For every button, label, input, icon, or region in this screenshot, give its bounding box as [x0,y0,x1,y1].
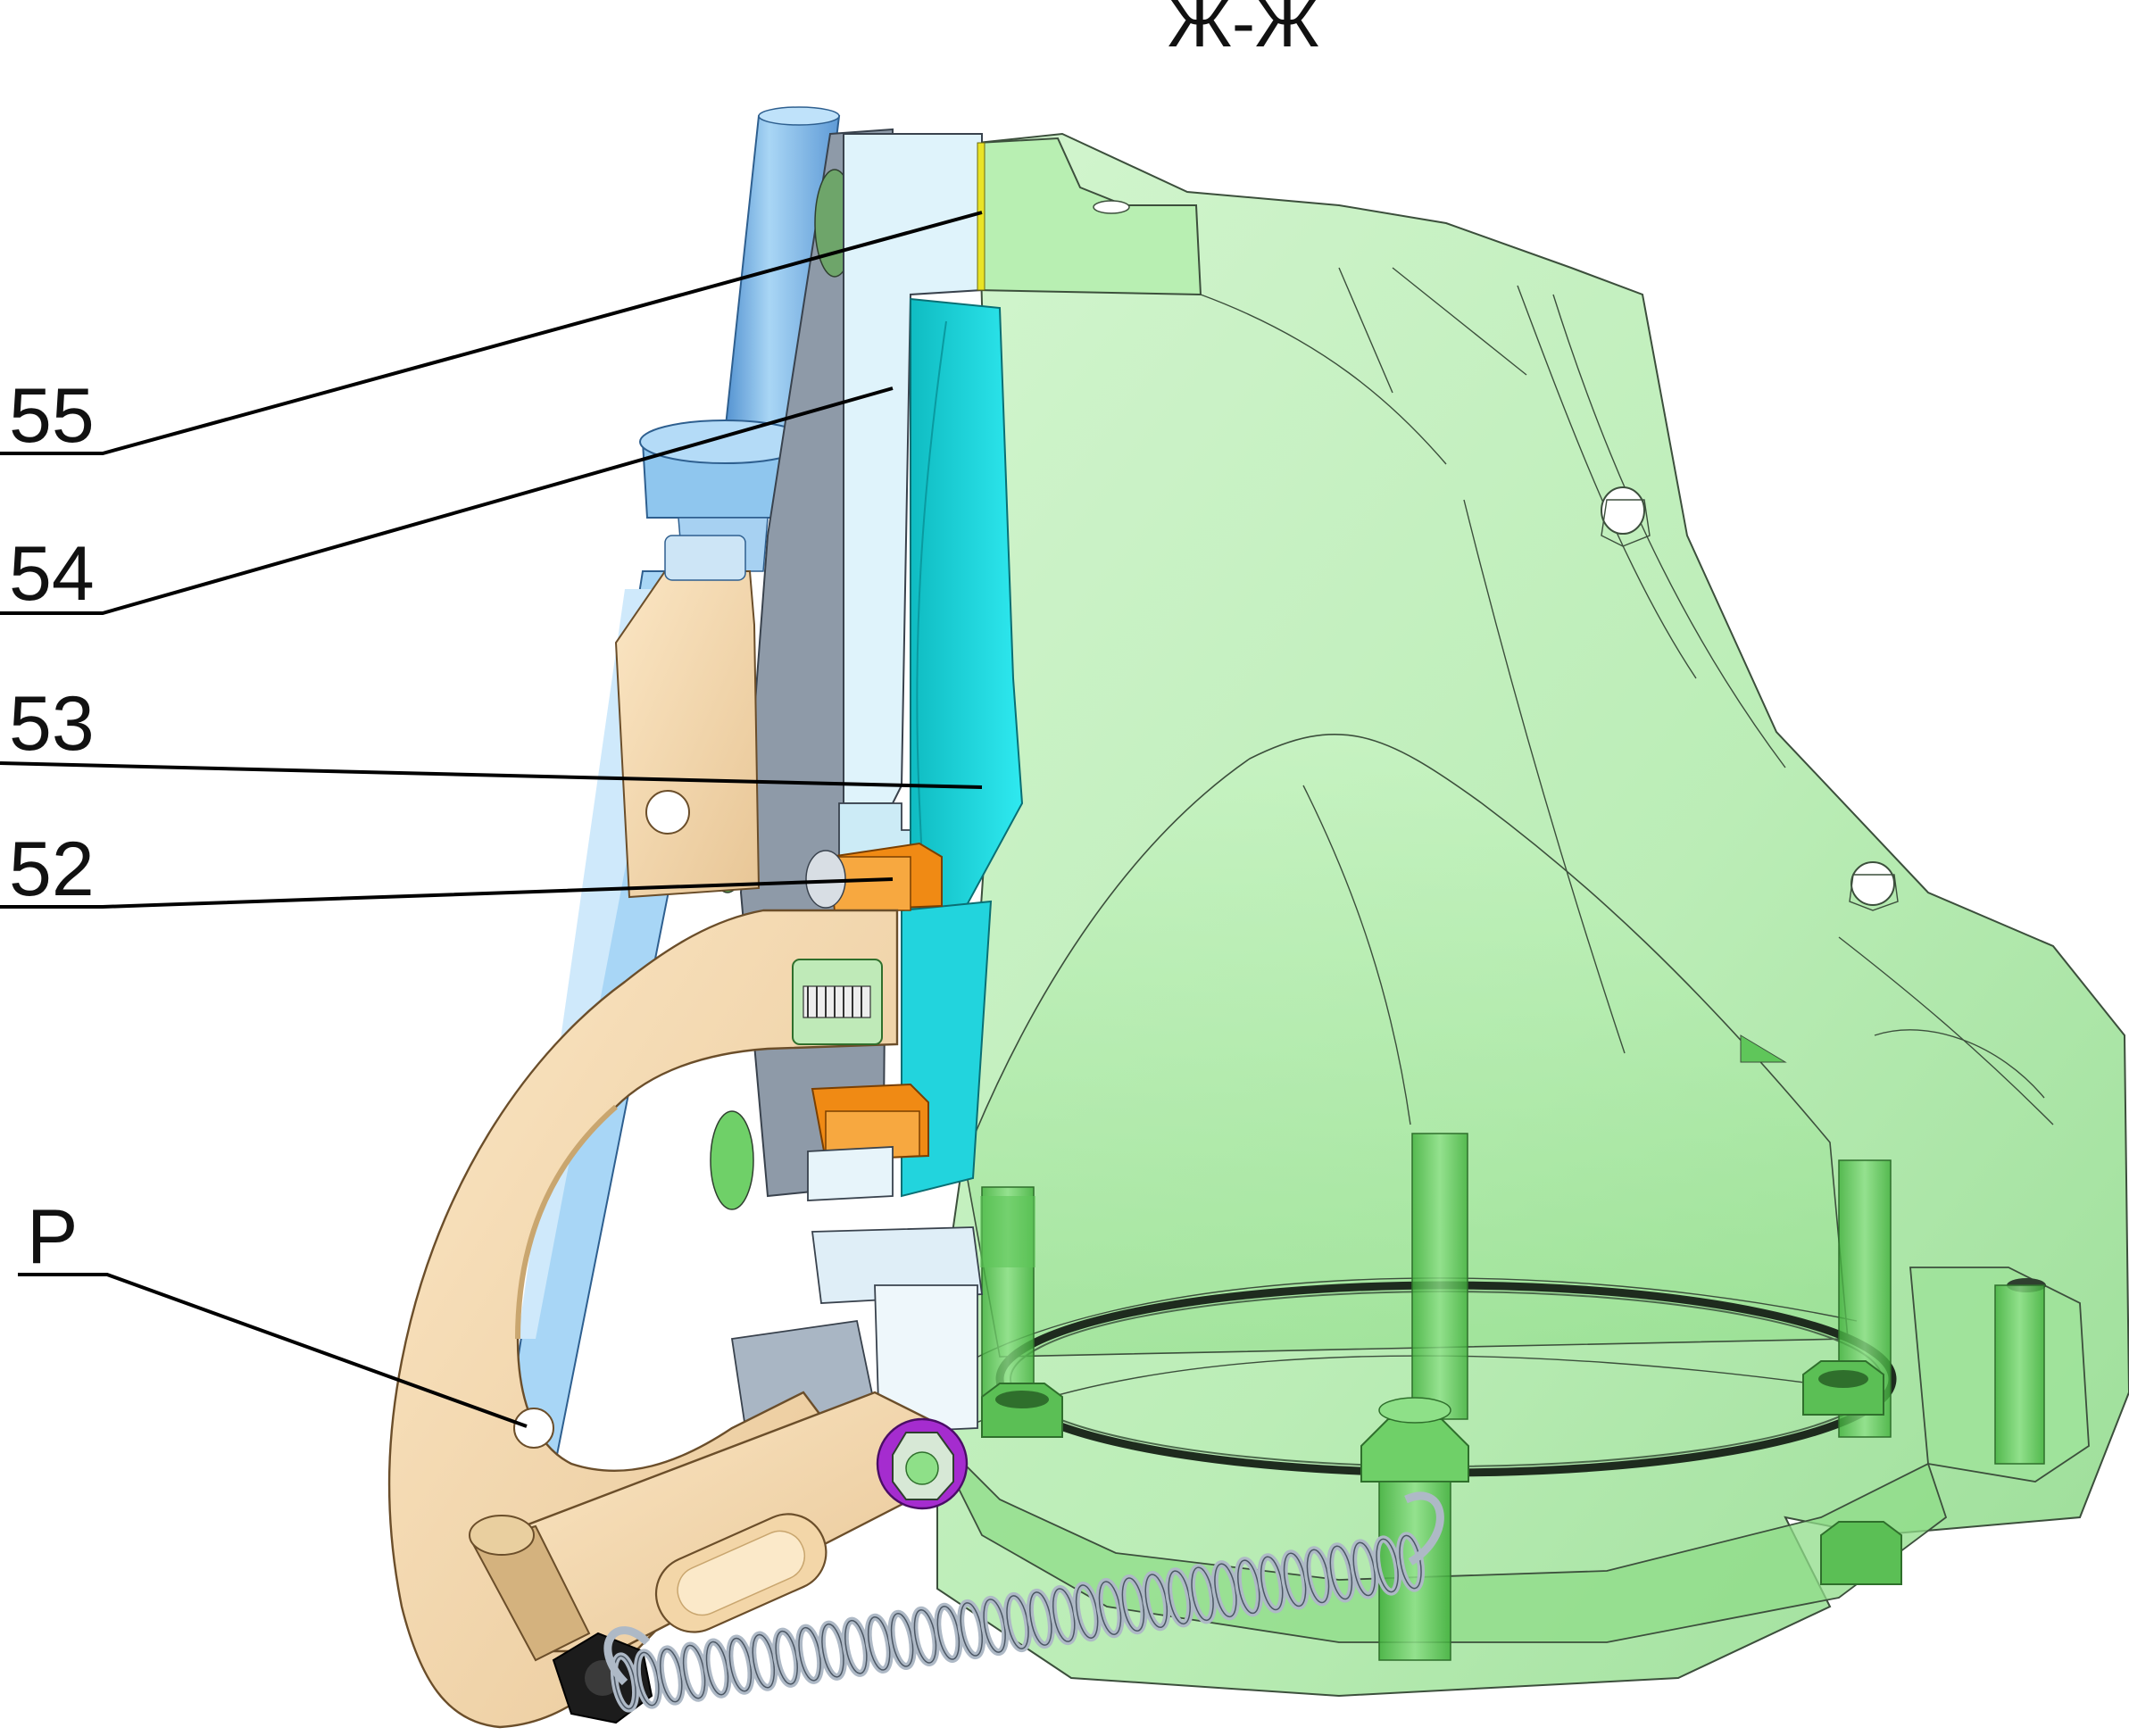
studs [980,1133,2045,1661]
callout-p: P [27,1194,78,1280]
spring-coil-edge [1306,1549,1330,1604]
spring-coil-edge [1029,1591,1052,1646]
purple-nut [876,1417,969,1510]
housing-top-boss [977,137,1202,296]
spring-coil-edge [936,1606,961,1660]
spring-coil-edge [960,1602,984,1657]
spring-coil-edge [775,1630,798,1685]
bushing-lower [811,1083,929,1162]
leader-53 [0,761,983,789]
spring-coil-edge [636,1651,660,1707]
spring-coil-edge [983,1599,1006,1653]
spring-coil-edge [1098,1581,1122,1635]
clamp-hole [645,790,690,835]
spring-coil-edge [844,1619,868,1674]
spring-coil-edge [1191,1566,1214,1622]
leader-p [18,1273,528,1428]
spring-coil-edge [1283,1552,1307,1607]
spring-coil-edge [1329,1545,1353,1600]
callout-55: 55 [9,373,95,459]
callout-52: 52 [9,826,95,912]
spring-coil-edge [1006,1595,1029,1649]
leader-lines [0,211,983,1428]
spring-coil-edge [659,1648,683,1703]
section-title: Ж-Ж [1168,0,1319,62]
spring-coil-edge [890,1612,914,1667]
housing-cone [963,734,1849,1358]
stud-1 [980,1186,1035,1420]
leader-55 [0,211,983,455]
spring-coil-edge [705,1640,729,1696]
spring-coil-edge [913,1609,937,1664]
lever-pivot-hole [513,1408,554,1449]
spring-coil-edge [1352,1541,1376,1597]
spring-coil-edge [613,1655,636,1710]
stud-nut-right [1802,1360,1902,1585]
stud-4 [1994,1284,2045,1465]
callout-54: 54 [9,531,95,617]
spring-coil-edge [1075,1584,1099,1639]
stud-nut-left [981,1383,1063,1438]
spring-coil-edge [682,1644,706,1699]
leader-54 [0,386,894,615]
seal-53 [901,297,1024,1198]
spring-coil-edge [1260,1556,1284,1611]
spring-coil-edge [1052,1588,1076,1642]
link-arm [469,1391,948,1662]
spring-coil-edge [1144,1574,1168,1629]
spring-hook [1404,1491,1444,1566]
clamp-block [614,535,761,899]
spring-coil-edge [1214,1563,1237,1618]
lower-blocks [730,1146,984,1438]
spring-coil-edge [867,1616,891,1671]
spring-coil-edge [798,1626,821,1682]
callout-labels: 55 54 53 52 P [9,373,95,1280]
spring-hook [603,1626,651,1686]
spring-coil-edge [752,1633,776,1689]
spring-coil-edge [728,1637,753,1692]
spring-coil-edge [1121,1577,1145,1632]
spring-coil-edge [1168,1570,1191,1625]
housing [927,132,2129,1698]
callout-53: 53 [9,681,95,767]
leader-52 [0,877,894,909]
tension-spring [603,1491,1444,1713]
spring-coil-edge [821,1623,844,1678]
spring-coil-edge [1237,1559,1260,1615]
flow-arrow-icon [1740,1034,1787,1063]
stud-2 [1411,1133,1468,1420]
bushing-52 [805,842,943,912]
spring-coil-edge [1376,1538,1399,1593]
